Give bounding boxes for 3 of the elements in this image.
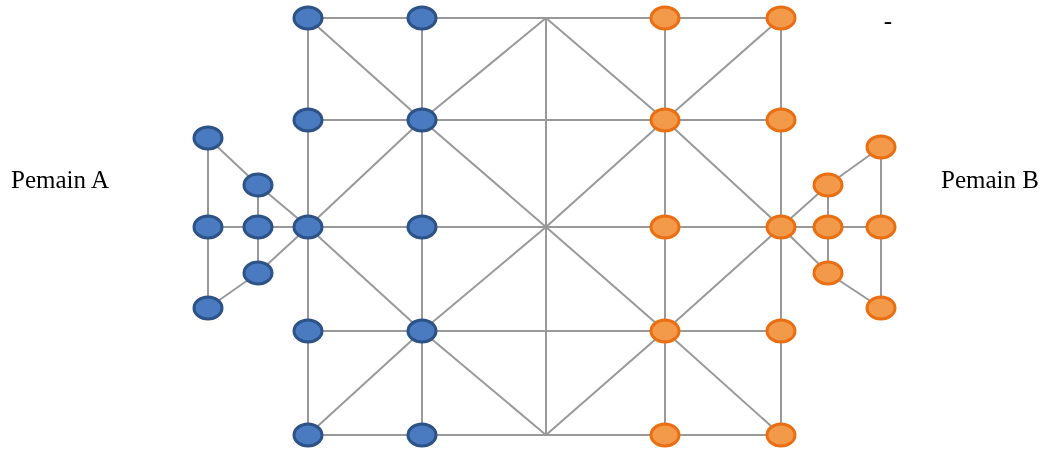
dash-mark: - <box>882 6 894 36</box>
player-label: Pemain B <box>940 165 1040 195</box>
player-label: Pemain A <box>10 165 110 195</box>
